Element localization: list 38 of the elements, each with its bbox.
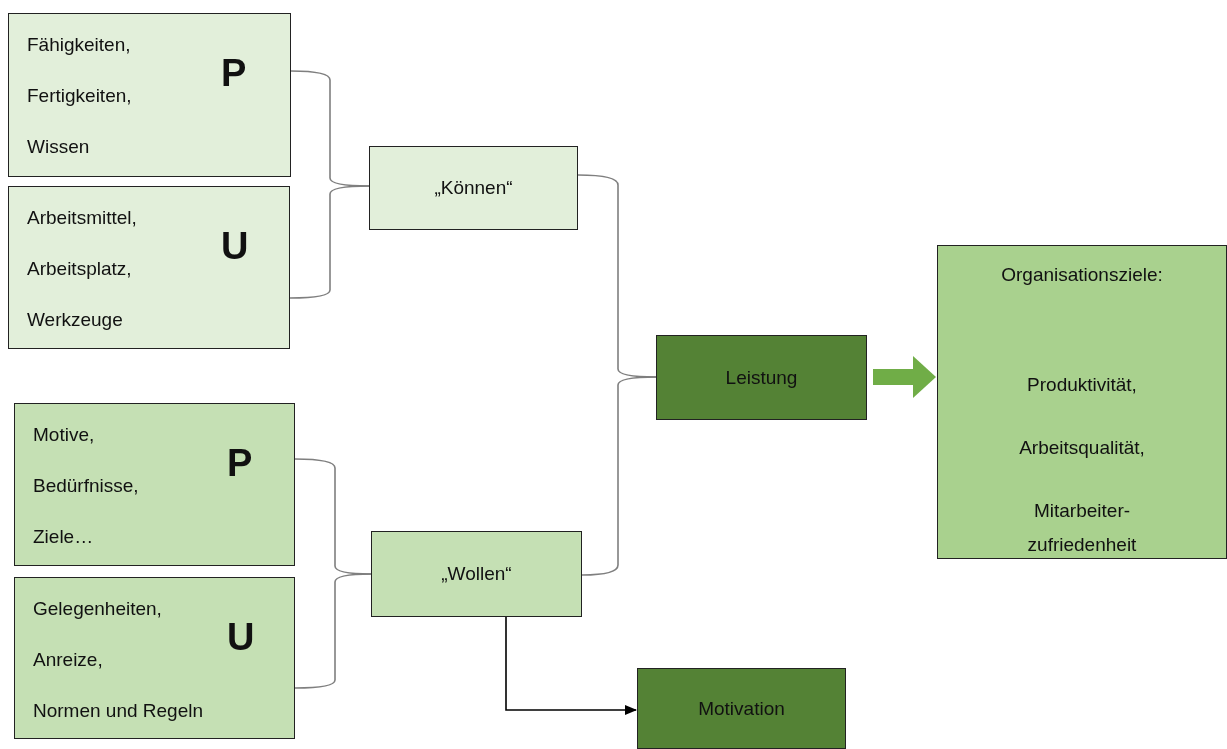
factor-text: Normen und Regeln — [33, 699, 205, 723]
goal-text: Produktivität, — [1026, 373, 1138, 397]
factor-text: Arbeitsplatz, — [27, 257, 133, 281]
node-label: „Können“ — [434, 176, 513, 200]
arrow — [505, 616, 637, 715]
node-label: Leistung — [725, 365, 798, 390]
performance-box — [656, 335, 867, 420]
factor-text: Motive, — [33, 423, 96, 447]
brace-connector — [289, 185, 370, 299]
category-letter: U — [227, 616, 255, 658]
node-label: Motivation — [698, 696, 785, 721]
brace-connector — [581, 376, 657, 576]
factor-text: Bedürfnisse, — [33, 474, 140, 498]
category-letter: P — [227, 442, 253, 484]
environment-factor-box — [8, 186, 290, 349]
category-letter: P — [221, 52, 247, 94]
goal-text: Mitarbeiter- zufriedenheit — [1026, 499, 1138, 557]
block-arrow — [873, 356, 936, 398]
factor-text: Fähigkeiten, — [27, 33, 132, 57]
factor-text: Werkzeuge — [27, 308, 124, 332]
willingness-box — [371, 531, 582, 617]
goals-heading: Organisationsziele: — [1001, 263, 1163, 287]
node-label: „Wollen“ — [441, 562, 512, 586]
factor-text: Gelegenheiten, — [33, 597, 163, 621]
person-factor-box — [8, 13, 291, 177]
factor-text: Wissen — [27, 135, 91, 159]
factor-text: Anreize, — [33, 648, 104, 672]
brace-connector — [294, 573, 372, 689]
category-letter: U — [221, 225, 249, 267]
factor-text: Ziele… — [33, 525, 95, 549]
ability-box — [369, 146, 578, 230]
environment-factor-box — [14, 577, 295, 739]
goal-text: Arbeitsqualität, — [1018, 436, 1146, 460]
factor-text: Arbeitsmittel, — [27, 206, 138, 230]
goals-box — [937, 245, 1227, 559]
factor-text: Fertigkeiten, — [27, 84, 133, 108]
person-factor-box — [14, 403, 295, 566]
motivation-box — [637, 668, 846, 749]
